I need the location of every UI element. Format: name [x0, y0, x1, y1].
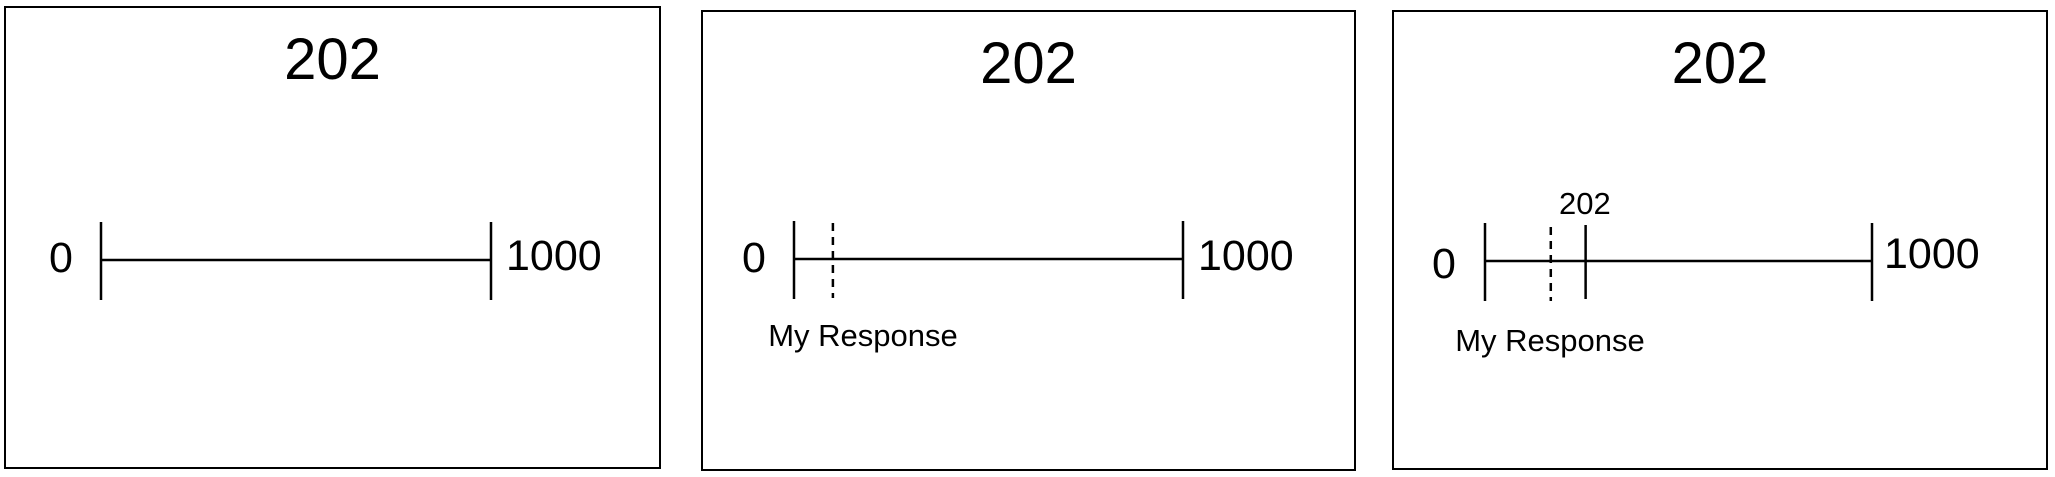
- scale-max-label: 1000: [1198, 232, 1294, 280]
- answer-label: 202: [1559, 186, 1611, 221]
- scale-min-label: 0: [742, 234, 766, 282]
- panel-title: 202: [980, 31, 1077, 96]
- panel-2: 202 0 1000 My Response: [701, 10, 1356, 471]
- panel-3: 202 0 1000 My Response 202: [1392, 10, 2048, 470]
- scale-min-label: 0: [1432, 240, 1456, 288]
- panel-title: 202: [1671, 31, 1769, 96]
- panel-title: 202: [284, 27, 381, 92]
- response-label: My Response: [768, 318, 958, 353]
- scale-max-label: 1000: [506, 232, 602, 280]
- panel-1: 202 0 1000: [4, 6, 661, 469]
- response-label: My Response: [1455, 323, 1645, 358]
- number-line[interactable]: [6, 8, 659, 467]
- number-line[interactable]: [703, 12, 1354, 469]
- scale-min-label: 0: [49, 234, 73, 282]
- number-line[interactable]: [1394, 12, 2046, 468]
- scale-max-label: 1000: [1884, 230, 1980, 278]
